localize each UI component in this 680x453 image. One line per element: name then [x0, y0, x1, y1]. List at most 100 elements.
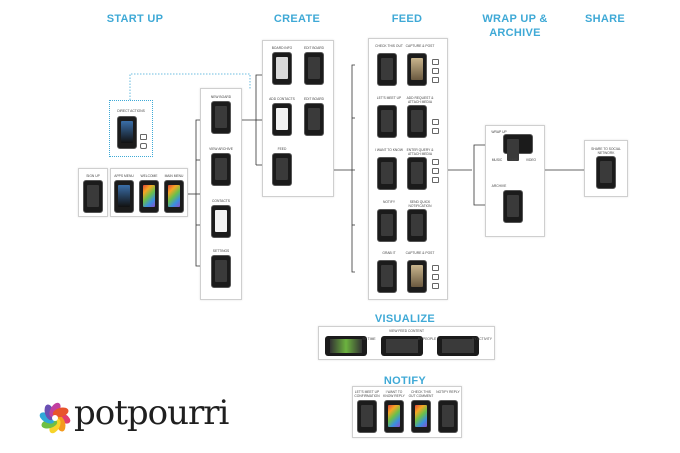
wrap-up-label: WRAP UP — [491, 130, 507, 134]
capture-post-screen — [407, 53, 427, 86]
welcome-label: WELCOME — [140, 174, 158, 178]
i-want-to-know-label: I WANT TO KNOW — [375, 148, 403, 152]
gallery-icon — [432, 119, 439, 125]
by-time-screen — [325, 336, 367, 356]
map-label: MAP — [510, 158, 518, 162]
archive-label: ARCHIVE — [491, 184, 507, 188]
board-info-label: BOARD INFO — [271, 46, 293, 50]
settings-label: SETTINGS — [212, 249, 230, 253]
by-activity-label: BY ACTIVITY — [472, 337, 492, 341]
new-board-screen — [211, 101, 231, 134]
visualize-card: VIEW FEED CONTENT BY TIME BY PEOPLE BY A… — [318, 326, 495, 360]
direct-actions-card: DIRECT ACTIONS — [109, 100, 153, 157]
add-request-label: ADD REQUEST & ATTACH MEDIA — [406, 96, 434, 104]
notify-reply-screen — [438, 400, 458, 433]
header-wrap-up: WRAP UP & ARCHIVE — [475, 12, 555, 40]
send-quick-notification-screen — [407, 209, 427, 242]
notify-i-want-to-know-screen — [384, 400, 404, 433]
by-people-label: BY PEOPLE — [417, 337, 437, 341]
edit-board-label: EDIT BOARD — [303, 46, 325, 50]
header-create: CREATE — [273, 13, 321, 25]
share-screen — [596, 156, 616, 189]
by-time-label: BY TIME — [362, 337, 376, 341]
notify-check-this-out-label: CHECK THIS OUT COMMENT — [408, 390, 434, 398]
sign-up-screen — [83, 180, 103, 213]
apps-menu-label: APPS MENU — [114, 174, 134, 178]
header-feed: FEED — [391, 13, 423, 25]
send-quick-notification-label: SEND QUICK NOTIFICATION — [408, 200, 432, 208]
notify-lets-meet-up-label: LET'S MEET UP CONFIRMATION — [354, 390, 380, 398]
grab-it-label: GRAB IT — [382, 251, 396, 255]
edit-board-screen — [304, 52, 324, 85]
notify-check-this-out-screen — [411, 400, 431, 433]
settings-screen — [211, 255, 231, 288]
header-share: SHARE — [584, 13, 625, 25]
header-visualize: VISUALIZE — [374, 313, 436, 325]
camera-icon — [432, 274, 439, 280]
notify-lets-meet-up-screen — [357, 400, 377, 433]
lets-meet-up-screen — [377, 105, 397, 138]
camera-icon — [432, 128, 439, 134]
potpourri-logo-text: potpourri — [74, 393, 229, 433]
gallery-icon — [432, 265, 439, 271]
lets-meet-up-label: LET'S MEET UP — [376, 96, 402, 100]
menu-column: NEW BOARD VIEW ARCHIVE CONTACTS SETTINGS — [200, 88, 242, 300]
logo-petal — [52, 407, 69, 418]
new-board-label: NEW BOARD — [210, 95, 232, 99]
welcome-screen — [139, 180, 159, 213]
notify-reply-label: NOTIFY REPLY — [436, 390, 460, 394]
by-activity-screen — [437, 336, 479, 356]
share-to-social-label: SHARE TO SOCIAL NETWORK — [591, 147, 621, 155]
camera-icon — [432, 168, 439, 174]
share-card: SHARE TO SOCIAL NETWORK — [584, 140, 628, 197]
grab-it-screen — [377, 260, 397, 293]
direct-actions-screen — [117, 116, 137, 149]
music-label: MUSIC — [491, 158, 503, 162]
contacts-label: CONTACTS — [212, 199, 230, 203]
add-contacts-screen — [272, 103, 292, 136]
logo-center — [52, 415, 58, 421]
notify-card: LET'S MEET UP CONFIRMATION I WANT TO KNO… — [352, 386, 462, 438]
by-people-screen — [381, 336, 423, 356]
main-menu-label: MAIN MENU — [164, 174, 184, 178]
edit-board-2-screen — [304, 103, 324, 136]
capture-post-2-label: CAPTURE & POST — [405, 251, 435, 255]
contacts-screen — [211, 205, 231, 238]
potpourri-logo-icon — [39, 402, 71, 434]
camera-icon — [432, 68, 439, 74]
gallery-icon — [432, 59, 439, 65]
board-info-screen — [272, 52, 292, 85]
add-request-screen — [407, 105, 427, 138]
add-contacts-label: ADD CONTACTS — [269, 97, 295, 101]
sign-up-card: SIGN UP — [78, 168, 108, 217]
apps-menu-screen — [114, 180, 134, 213]
check-this-out-screen — [377, 53, 397, 86]
main-menu-screen — [164, 180, 184, 213]
view-feed-content-label: VIEW FEED CONTENT — [389, 329, 424, 333]
notify-label: NOTIFY — [382, 200, 396, 204]
notify-screen — [377, 209, 397, 242]
header-start-up: START UP — [106, 13, 164, 25]
i-want-to-know-screen — [377, 157, 397, 190]
camera-icon — [140, 143, 147, 149]
wrap-up-screen — [503, 134, 533, 161]
direct-actions-label: DIRECT ACTIONS — [117, 109, 145, 113]
feed-screen — [272, 153, 292, 186]
view-archive-label: VIEW ARCHIVE — [209, 147, 233, 151]
gallery-icon — [140, 134, 147, 140]
audio-icon — [432, 77, 439, 83]
edit-board-2-label: EDIT BOARD — [303, 97, 325, 101]
archive-screen — [503, 190, 523, 223]
start-screens-card: APPS MENU WELCOME MAIN MENU — [110, 168, 188, 217]
check-this-out-label: CHECK THIS OUT — [375, 44, 403, 48]
view-archive-screen — [211, 153, 231, 186]
capture-post-2-screen — [407, 260, 427, 293]
header-notify: NOTIFY — [383, 375, 427, 387]
notify-i-want-to-know-label: I WANT TO KNOW REPLY — [383, 390, 405, 398]
sign-up-label: SIGN UP — [86, 174, 100, 178]
feed-label: FEED — [277, 147, 287, 151]
audio-icon — [432, 177, 439, 183]
header-wrap-up-line1: WRAP UP & — [482, 13, 548, 25]
wrap-up-column: WRAP UP MUSIC MAP VIDEO ARCHIVE — [485, 125, 545, 237]
